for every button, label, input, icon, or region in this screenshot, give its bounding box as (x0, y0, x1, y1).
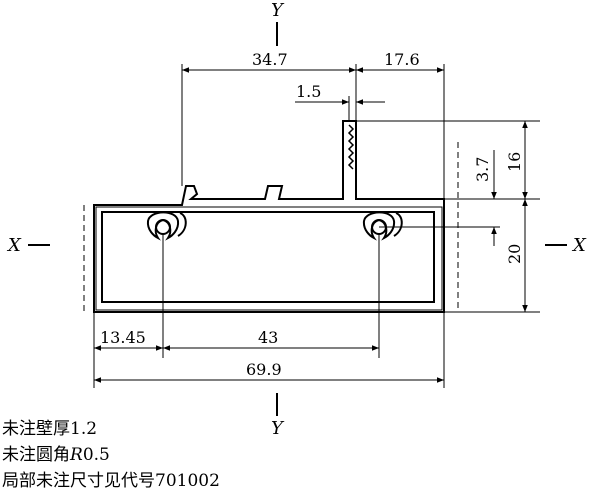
profile-inner-outline (101, 211, 435, 303)
profile-wall-line (95, 206, 443, 311)
note-wall-thickness: 未注壁厚1.2 (2, 419, 98, 439)
drawing-notes: 未注壁厚1.2 未注圆角R0.5 局部未注尺寸见代号701002 (2, 416, 220, 494)
note-fillet: 未注圆角R0.5 (2, 442, 220, 468)
note-local-dims: 局部未注尺寸见代号701002 (2, 471, 220, 491)
dim-text-3-7: 3.7 (473, 157, 492, 182)
dim-text-13-45: 13.45 (100, 328, 146, 347)
right-clip-lip (393, 212, 403, 237)
left-screw-hole (155, 219, 171, 235)
note-fillet-symbol: R (70, 445, 83, 465)
axis-label-x-right: X (571, 235, 587, 256)
dim-text-17-6: 17.6 (384, 50, 420, 69)
dim-text-43: 43 (258, 328, 278, 347)
axis-label-x-left: X (6, 235, 22, 256)
note-fillet-value: 0.5 (82, 445, 110, 465)
axis-label-y-top: Y (271, 0, 285, 21)
serrated-web (347, 124, 355, 170)
profile-outer-outline (93, 120, 445, 313)
left-clip-lip (177, 212, 187, 237)
axis-label-y-bottom: Y (271, 418, 285, 439)
dim-text-69-9: 69.9 (246, 360, 282, 379)
dim-text-16: 16 (505, 152, 524, 172)
dim-text-34-7: 34.7 (252, 50, 288, 69)
note-fillet-prefix: 未注圆角 (2, 445, 70, 465)
dim-text-1-5: 1.5 (296, 82, 321, 101)
dim-text-20: 20 (505, 244, 524, 264)
